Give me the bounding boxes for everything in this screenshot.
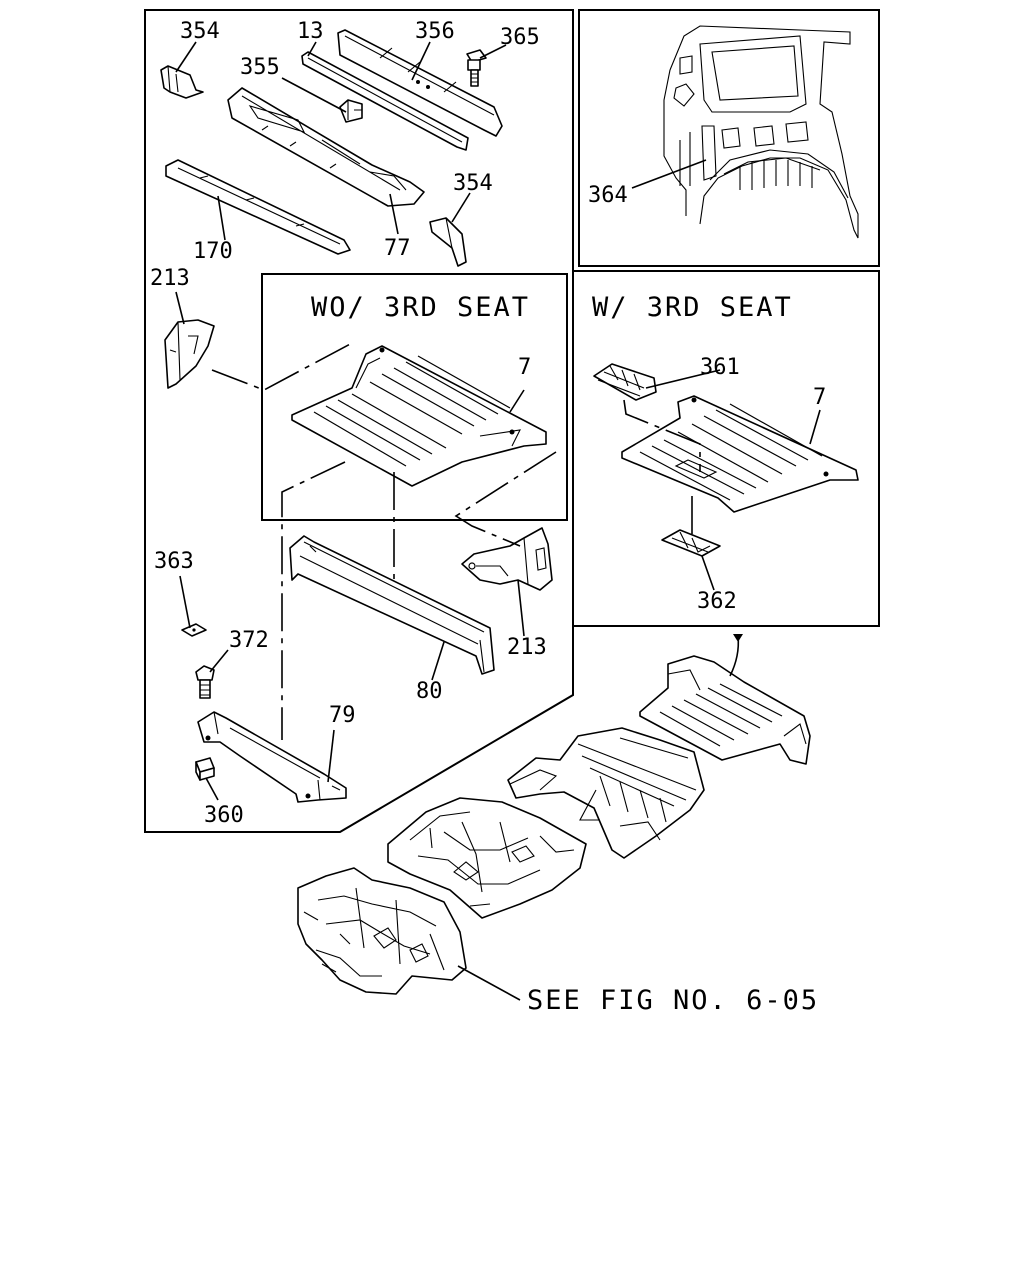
wo-3rd-seat-heading: WO/ 3RD SEAT [311, 292, 530, 323]
callout-372: 372 [229, 628, 269, 653]
part-77-sill-member [227, 87, 425, 207]
callout-213: 213 [150, 266, 190, 291]
part-355-clip [339, 99, 363, 123]
body-side-view-illustration [663, 25, 859, 239]
callout-363: 363 [154, 549, 194, 574]
alignment-lines [211, 341, 701, 740]
part-7-floor-panel-wo-3rd-seat [291, 345, 547, 487]
part-170-flat-bar [165, 159, 351, 255]
part-354-bracket-lower [429, 217, 467, 267]
callout-7: 7 [518, 355, 531, 380]
w-3rd-seat-frame [572, 270, 880, 627]
part-13-rail [301, 51, 469, 151]
callout-356: 356 [415, 19, 455, 44]
callout-80: 80 [416, 679, 443, 704]
part-80-rear-cross-member [289, 535, 495, 675]
body-side-view-frame [578, 9, 880, 267]
part-356-cross-member [337, 29, 503, 137]
see-figure-reference: SEE FIG NO. 6-05 [527, 985, 819, 1016]
part-7-floor-panel-w-3rd-seat [621, 395, 859, 513]
rear-floor-assembly-overview [297, 634, 811, 995]
leader-lines [175, 41, 821, 1001]
w-3rd-seat-heading: W/ 3RD SEAT [592, 292, 793, 323]
part-360-nut [195, 757, 215, 781]
callout-79: 79 [329, 703, 356, 728]
callout-213-right: 213 [507, 635, 547, 660]
callout-362: 362 [697, 589, 737, 614]
part-363-plate [181, 623, 207, 637]
callout-170: 170 [193, 239, 233, 264]
part-213-bracket-right [461, 527, 553, 591]
callout-77: 77 [384, 236, 411, 261]
part-362-plate [661, 529, 721, 557]
callout-365: 365 [500, 25, 540, 50]
callout-355: 355 [240, 55, 280, 80]
part-213-bracket-left [164, 319, 215, 389]
callout-7-w-3rd-seat: 7 [813, 385, 826, 410]
part-372-bolt [195, 665, 215, 699]
main-parts-frame [144, 9, 574, 833]
callout-13: 13 [297, 19, 324, 44]
part-354-bracket-top [160, 65, 204, 99]
callout-364: 364 [588, 183, 628, 208]
part-361-plate [593, 363, 657, 401]
callout-354: 354 [180, 19, 220, 44]
callout-361: 361 [700, 355, 740, 380]
callout-360: 360 [204, 803, 244, 828]
part-365-bolt [466, 49, 487, 87]
callout-354-lower: 354 [453, 171, 493, 196]
part-79-cross-bracket [197, 711, 347, 803]
